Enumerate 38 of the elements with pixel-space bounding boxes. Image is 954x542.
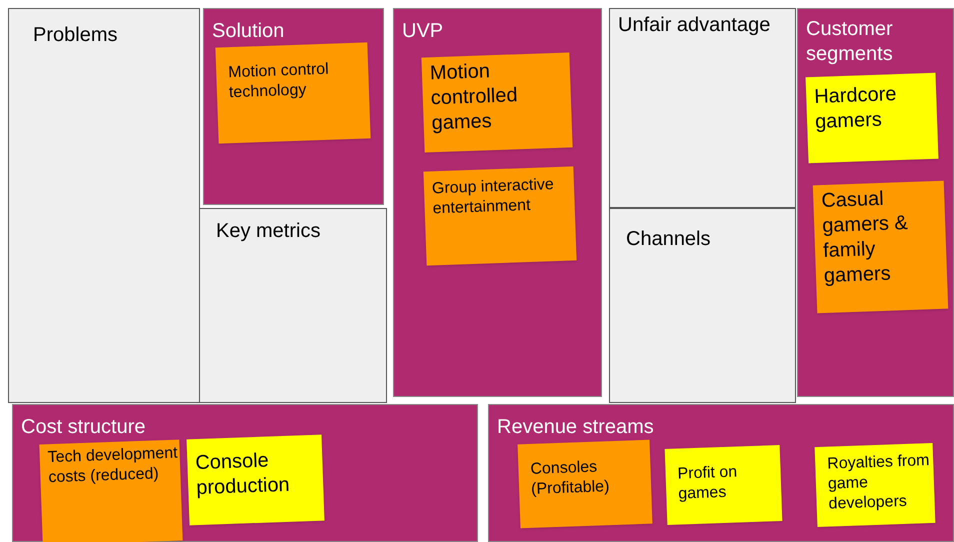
note-text: Royalties from game developers [826, 451, 931, 515]
section-heading: Solution [211, 19, 286, 44]
section-heading: Cost structure [20, 415, 146, 440]
sticky-note [423, 166, 577, 266]
note-text: Profit on games [676, 462, 738, 505]
note-text: Console production [194, 448, 291, 502]
sticky-note [39, 440, 183, 542]
section-heading: Revenue streams [496, 415, 655, 440]
section-heading: Customer segments [805, 17, 894, 67]
canvas-section [199, 208, 387, 403]
note-text: Group interactive entertainment [430, 175, 556, 220]
canvas-section [797, 8, 954, 397]
canvas-section [393, 8, 602, 397]
canvas-section [12, 404, 478, 542]
note-text: Casual gamers & family gamers [820, 186, 910, 289]
sticky-note [215, 42, 371, 144]
sticky-note [421, 52, 573, 153]
sticky-note [518, 440, 652, 528]
note-text: Tech development costs (reduced) [46, 444, 179, 488]
canvas-section [609, 8, 796, 208]
sticky-note [806, 72, 938, 164]
note-text: Consoles (Profitable) [529, 458, 611, 500]
canvas-section [203, 8, 384, 205]
section-heading: Problems [32, 23, 118, 48]
section-heading: Unfair advantage [617, 13, 772, 38]
sticky-note [664, 445, 782, 525]
canvas-section [8, 8, 200, 403]
sticky-note [186, 434, 324, 526]
canvas-section [488, 404, 954, 542]
canvas-section [609, 208, 796, 403]
section-heading: UVP [401, 19, 444, 44]
note-text: Motion control technology [226, 60, 330, 104]
section-heading: Channels [625, 227, 712, 252]
note-text: Hardcore gamers [812, 82, 898, 135]
sticky-note [812, 180, 948, 314]
section-heading: Key metrics [215, 219, 322, 244]
sticky-note [814, 442, 936, 528]
note-text: Motion controlled games [428, 59, 519, 136]
